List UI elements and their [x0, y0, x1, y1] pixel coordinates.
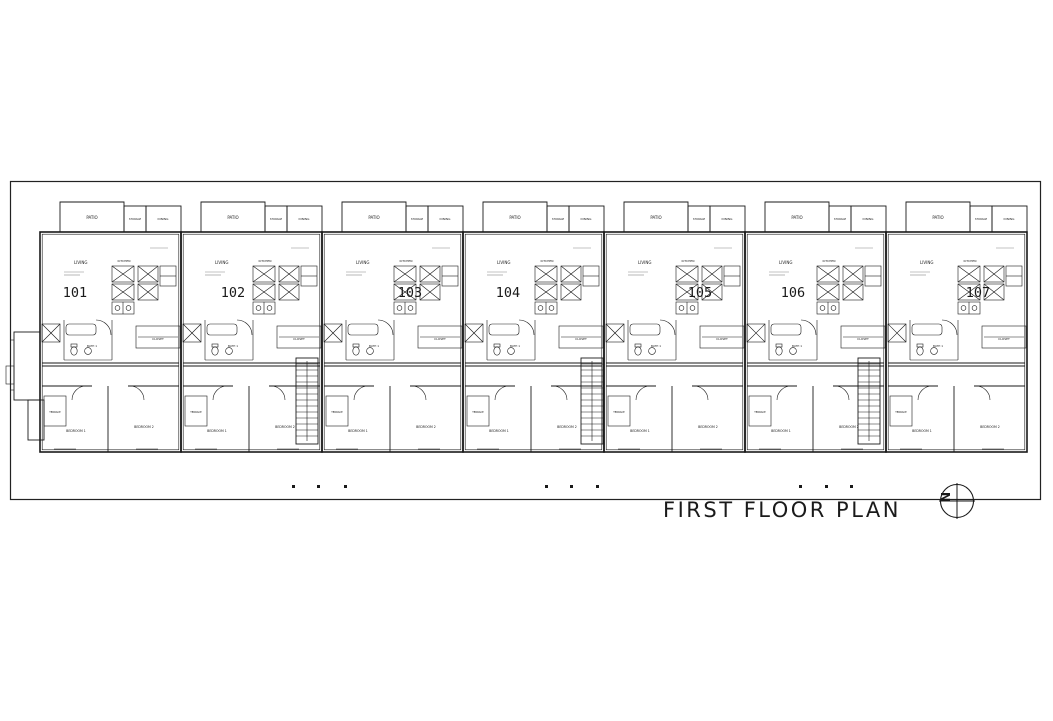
- unit-number-106: 106: [781, 285, 805, 301]
- unit-plan-104: [462, 201, 605, 453]
- unit-number-101: 101: [63, 285, 87, 301]
- unit-number-107: 107: [966, 285, 990, 301]
- unit-plan-105: [603, 201, 746, 453]
- unit-plan-102: [180, 201, 323, 453]
- floor-plan-title: FIRST FLOOR PLAN: [663, 498, 901, 522]
- north-label: N: [939, 492, 953, 502]
- left-annex: [5, 331, 45, 441]
- unit-plan-107: [885, 201, 1028, 453]
- unit-number-102: 102: [221, 285, 245, 301]
- unit-number-105: 105: [688, 285, 712, 301]
- unit-plan-101: [39, 201, 182, 453]
- stair-core-3: [857, 357, 881, 445]
- stair-core-1: [295, 357, 319, 445]
- unit-plan-106: [744, 201, 887, 453]
- unit-plan-103: [321, 201, 464, 453]
- stair-core-2: [580, 357, 604, 445]
- grid-dots: [292, 485, 853, 488]
- unit-number-104: 104: [496, 285, 520, 301]
- north-arrow: N: [939, 483, 975, 519]
- unit-number-103: 103: [398, 285, 422, 301]
- drawing-frame: [9, 180, 1042, 501]
